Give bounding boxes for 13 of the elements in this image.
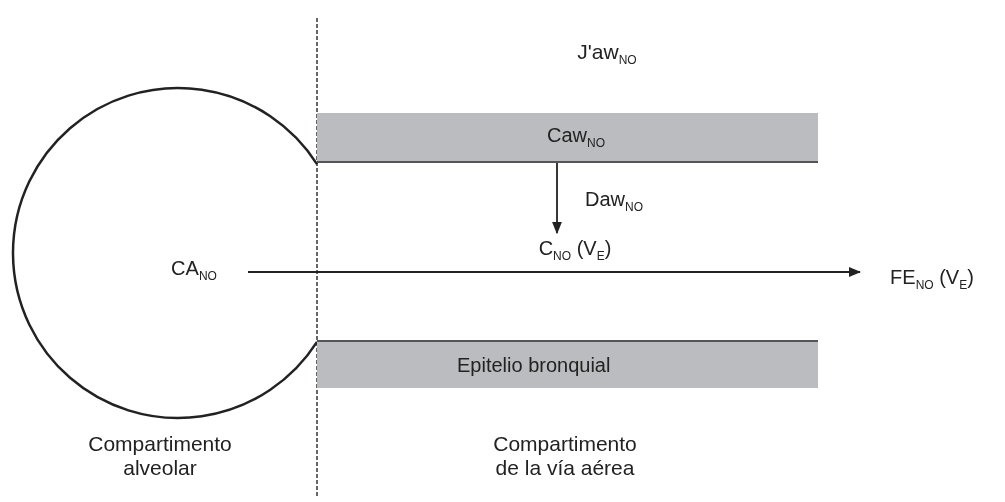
compartment-label: Compartimento de la vía aérea	[492, 432, 638, 481]
band-label: Epitelio bronquial	[457, 353, 611, 377]
compartment-label: Compartimento alveolar	[87, 432, 233, 481]
airway-wall-band	[317, 113, 818, 163]
node-label: C$_{NO}$ (V$_{E}$)	[500, 233, 650, 267]
edge-label: Daw$_{NO}$	[585, 188, 643, 215]
band-label: Caw$_{NO}$	[547, 123, 605, 151]
arrow	[247, 266, 862, 278]
node-label: CA$_{NO}$	[140, 255, 248, 285]
airway-wall-band	[317, 340, 818, 388]
node-label: FE$_{NO}$ (V$_{E}$)	[862, 262, 1002, 296]
arrow	[551, 162, 563, 235]
flux-label: J'aw$_{NO}$	[576, 40, 638, 68]
